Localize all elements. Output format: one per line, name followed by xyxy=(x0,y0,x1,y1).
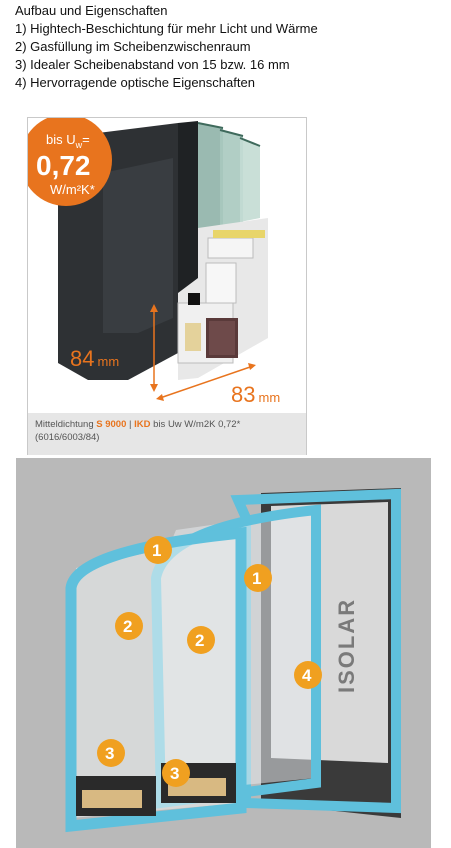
feature-list-title: Aufbau und Eigenschaften xyxy=(15,3,168,18)
marker-1-front: 1 xyxy=(144,536,172,564)
caption-separator: | xyxy=(126,419,135,430)
caption-ikd: IKD xyxy=(134,419,151,430)
marker-2-front: 2 xyxy=(115,612,143,640)
triple-glazing-illustration: ISOLAR 1 2 3 1 2 3 4 xyxy=(16,458,431,848)
caption-line2: (6016/6003/84) xyxy=(35,432,100,443)
feature-item-3: 3) Idealer Scheibenabstand von 15 bzw. 1… xyxy=(15,57,290,72)
caption-prefix: Mitteldichtung xyxy=(35,419,97,430)
badge-value: 0,72 xyxy=(36,150,91,181)
svg-text:4: 4 xyxy=(302,666,312,685)
brand-label: ISOLAR xyxy=(334,598,359,693)
feature-item-4: 4) Hervorragende optische Eigenschaften xyxy=(15,75,255,90)
svg-text:1: 1 xyxy=(152,541,161,560)
marker-4-back: 4 xyxy=(294,661,322,689)
svg-text:2: 2 xyxy=(123,617,132,636)
profile-caption: Mitteldichtung S 9000 | IKD bis Uw W/m2K… xyxy=(28,413,306,455)
caption-suffix: bis Uw W/m2K 0,72* xyxy=(150,419,241,430)
svg-text:3: 3 xyxy=(170,764,179,783)
feature-list: Aufbau und Eigenschaften 1) Hightech-Bes… xyxy=(15,2,318,92)
svg-text:1: 1 xyxy=(252,569,261,588)
svg-text:2: 2 xyxy=(195,631,204,650)
marker-2-middle: 2 xyxy=(187,626,215,654)
badge-unit: W/m²K* xyxy=(50,182,95,197)
feature-item-2: 2) Gasfüllung im Scheibenzwischenraum xyxy=(15,39,251,54)
svg-text:3: 3 xyxy=(105,744,114,763)
marker-3-middle: 3 xyxy=(162,759,190,787)
badge-bis-uw: bis Uw= xyxy=(46,132,90,150)
marker-1-middle: 1 xyxy=(244,564,272,592)
marker-3-front: 3 xyxy=(97,739,125,767)
caption-model: S 9000 xyxy=(96,419,127,430)
feature-item-1: 1) Hightech-Beschichtung für mehr Licht … xyxy=(15,21,318,36)
